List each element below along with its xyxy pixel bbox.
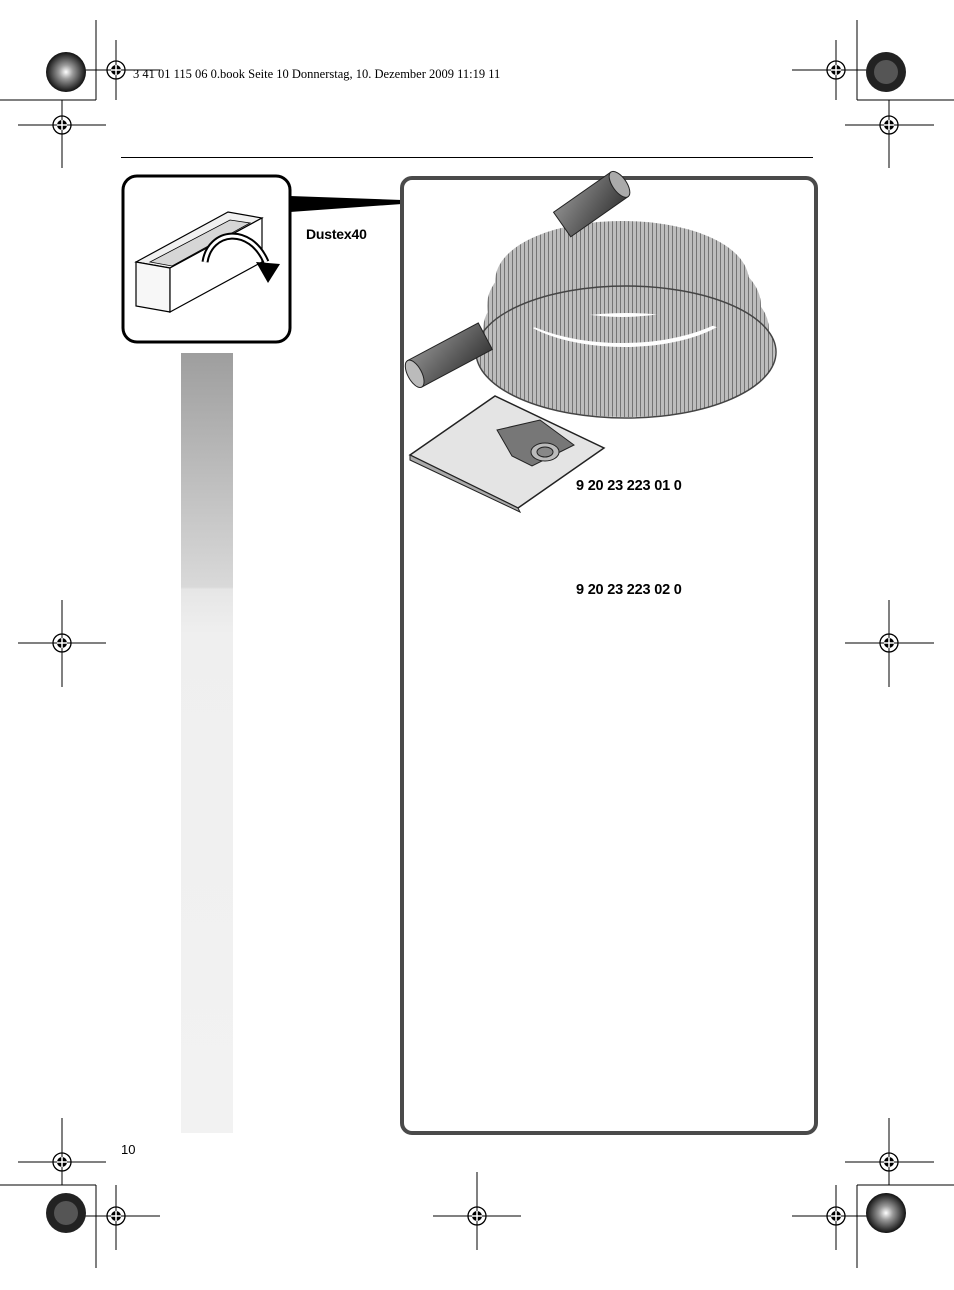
hose-illustration: [404, 170, 777, 419]
page-number: 10: [121, 1142, 136, 1157]
filter-bag-part-number: 9 20 23 223 01 0: [576, 478, 682, 494]
side-tab-strip: [181, 353, 233, 1133]
product-name-label: Dustex40: [306, 226, 367, 242]
header-rule: [121, 157, 813, 158]
callout-pointer: [290, 196, 402, 212]
filter-basket-part-number: 9 20 23 223 02 0: [576, 582, 682, 598]
fold-out-arrow-icon: [201, 232, 280, 283]
starburst-target-icon: [46, 52, 906, 1233]
folded-page-illustration: [134, 211, 264, 314]
fold-out-panel: [121, 174, 292, 344]
file-info-header: 3 41 01 115 06 0.book Seite 10 Donnersta…: [133, 67, 501, 81]
filter-bag-illustration: [408, 395, 606, 514]
